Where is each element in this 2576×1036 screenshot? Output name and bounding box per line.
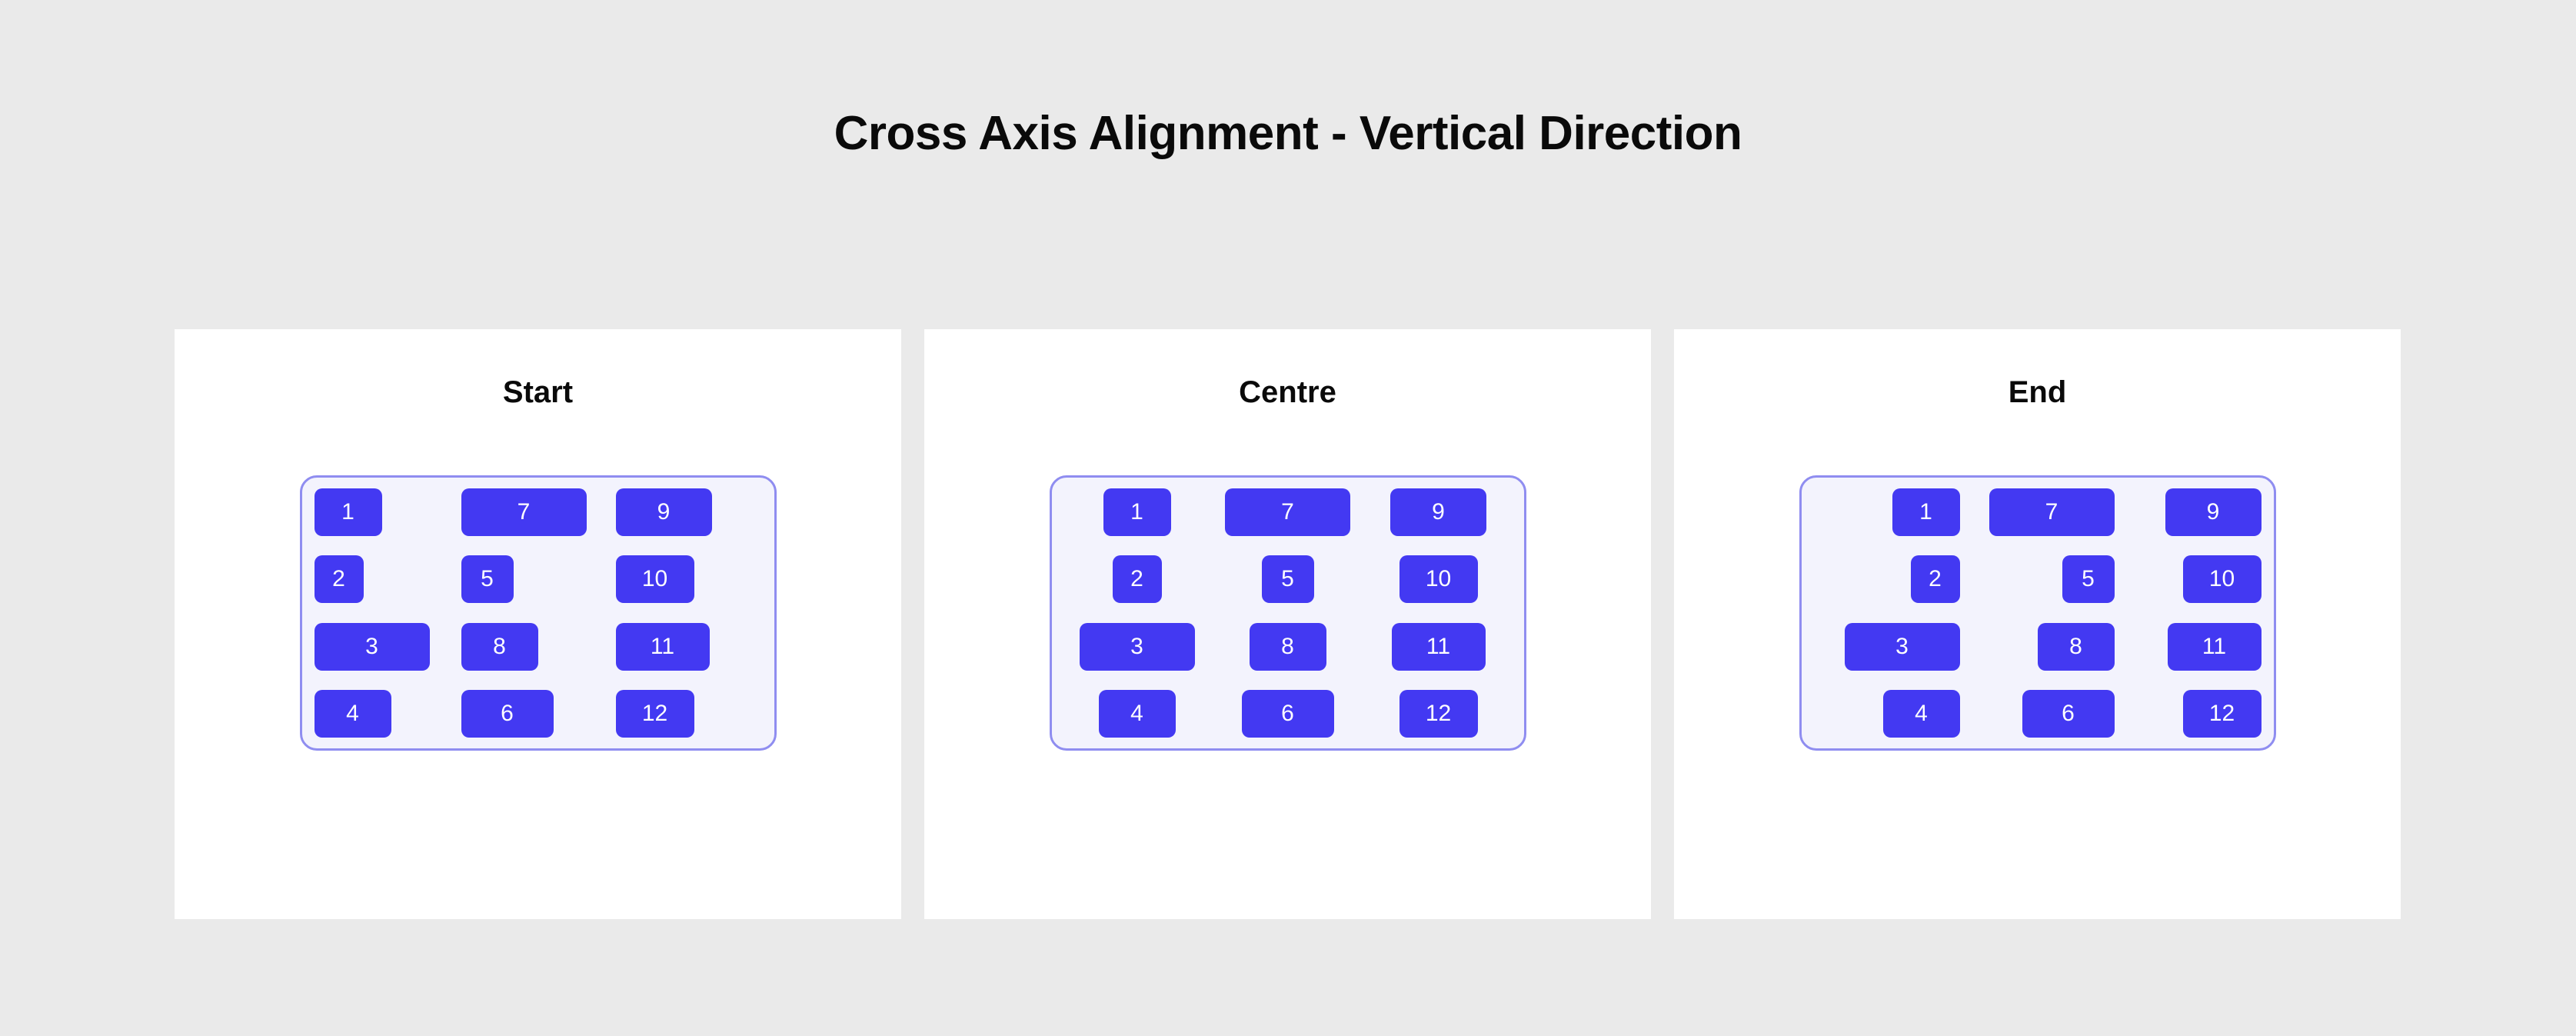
flex-item[interactable]: 6: [1241, 689, 1334, 738]
flex-item[interactable]: 6: [2022, 689, 2115, 738]
page-title: Cross Axis Alignment - Vertical Directio…: [834, 107, 1742, 160]
demo-column: 7 5 8 6: [1961, 488, 2115, 738]
flex-item[interactable]: 1: [1103, 488, 1171, 536]
demo-column: 9 10 11 12: [615, 488, 762, 738]
flex-item[interactable]: 4: [1098, 689, 1176, 738]
flex-item[interactable]: 4: [1882, 689, 1960, 738]
flex-item[interactable]: 11: [615, 622, 710, 671]
card-title: Centre: [1239, 375, 1336, 409]
flex-item[interactable]: 9: [2165, 488, 2261, 536]
flex-item[interactable]: 8: [1249, 622, 1326, 671]
card-title: End: [2008, 375, 2067, 409]
flex-item[interactable]: 10: [1399, 555, 1478, 604]
flex-item[interactable]: 5: [2062, 555, 2115, 604]
flex-item[interactable]: 7: [1989, 488, 2115, 536]
flex-item[interactable]: 4: [314, 689, 391, 738]
flex-item[interactable]: 8: [461, 622, 538, 671]
demo-column: 9 10 11 12: [1366, 488, 1512, 738]
flex-item[interactable]: 2: [1112, 555, 1162, 604]
flex-item[interactable]: 9: [1390, 488, 1486, 536]
card-title: Start: [502, 375, 574, 409]
demo-column: 7 5 8 6: [461, 488, 615, 738]
flex-item[interactable]: 6: [461, 689, 554, 738]
demo-column: 1 2 3 4: [1064, 488, 1210, 738]
flex-item[interactable]: 11: [1391, 622, 1486, 671]
flex-item[interactable]: 3: [314, 622, 430, 671]
flex-item[interactable]: 12: [615, 689, 694, 738]
flex-item[interactable]: 5: [461, 555, 514, 604]
flex-item[interactable]: 3: [1844, 622, 1960, 671]
demo-column: 1 2 3 4: [314, 488, 461, 738]
flex-item[interactable]: 9: [615, 488, 712, 536]
flex-item[interactable]: 7: [1225, 488, 1350, 536]
flex-item[interactable]: 1: [314, 488, 382, 536]
flex-item[interactable]: 2: [314, 555, 364, 604]
flex-item[interactable]: 5: [1261, 555, 1314, 604]
flex-item[interactable]: 3: [1079, 622, 1195, 671]
flex-item[interactable]: 12: [1399, 689, 1478, 738]
flex-item[interactable]: 12: [2182, 689, 2261, 738]
flex-item[interactable]: 2: [1910, 555, 1960, 604]
demo-column: 7 5 8 6: [1211, 488, 1365, 738]
flex-item[interactable]: 8: [2037, 622, 2115, 671]
flex-item[interactable]: 10: [2182, 555, 2261, 604]
flex-item[interactable]: 7: [461, 488, 587, 536]
demo-column: 1 2 3 4: [1814, 488, 1960, 738]
demo-column: 9 10 11 12: [2115, 488, 2261, 738]
flex-item[interactable]: 11: [2167, 622, 2261, 671]
flex-item[interactable]: 1: [1892, 488, 1960, 536]
flex-item[interactable]: 10: [615, 555, 694, 604]
